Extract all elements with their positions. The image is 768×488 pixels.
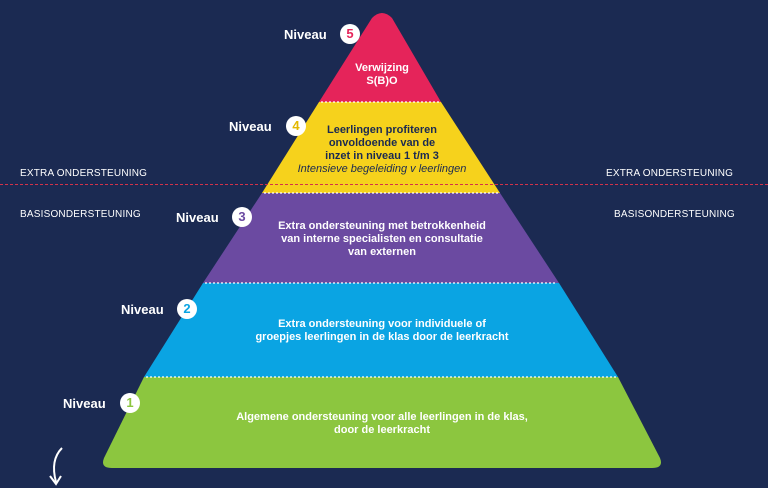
level-2-band xyxy=(144,283,618,377)
niveau-3-label: Niveau xyxy=(176,210,219,225)
level-1-band xyxy=(103,377,661,468)
level-5-band xyxy=(319,13,441,102)
niveau-1-badge: 1 xyxy=(120,393,140,413)
niveau-5-label: Niveau xyxy=(284,27,327,42)
level-3-band xyxy=(203,193,559,283)
level-5-line-1: Verwijzing xyxy=(355,62,409,74)
extra-ondersteuning-left-label: EXTRA ONDERSTEUNING xyxy=(20,168,148,179)
extra-ondersteuning-right-label: EXTRA ONDERSTEUNING xyxy=(606,168,734,179)
level-3-line-3: van externen xyxy=(348,246,416,258)
level-3-line-1: Extra ondersteuning met betrokkenheid xyxy=(278,220,486,232)
level-3-text: Extra ondersteuning met betrokkenheid va… xyxy=(278,220,486,259)
level-2-text: Extra ondersteuning voor individuele of … xyxy=(255,318,508,344)
niveau-1-label: Niveau xyxy=(63,396,106,411)
level-2-line-1: Extra ondersteuning voor individuele of xyxy=(278,318,486,330)
level-1-line-1: Algemene ondersteuning voor alle leerlin… xyxy=(236,411,528,423)
niveau-2-label: Niveau xyxy=(121,302,164,317)
level-1-text: Algemene ondersteuning voor alle leerlin… xyxy=(236,411,528,437)
niveau-3-badge: 3 xyxy=(232,207,252,227)
level-4-line-1: Leerlingen profiteren xyxy=(326,124,438,136)
basisondersteuning-right-label: BASISONDERSTEUNING xyxy=(614,209,735,220)
level-4-band xyxy=(262,102,500,193)
level-5-line-2: S(B)O xyxy=(366,75,398,87)
niveau-4-label: Niveau xyxy=(229,119,272,134)
level-4-text: Leerlingen profiteren onvoldoende van de… xyxy=(298,124,467,176)
level-5-text: Verwijzing S(B)O xyxy=(355,62,409,88)
level-1-line-2: door de leerkracht xyxy=(334,424,430,436)
niveau-2-badge: 2 xyxy=(177,299,197,319)
level-2-line-2: groepjes leerlingen in de klas door de l… xyxy=(255,331,509,343)
level-4-line-3: inzet in niveau 1 t/m 3 xyxy=(325,150,439,162)
niveau-4-badge: 4 xyxy=(286,116,306,136)
level-4-line-2: onvoldoende van de xyxy=(328,137,436,149)
basisondersteuning-left-label: BASISONDERSTEUNING xyxy=(20,209,141,220)
level-4-italic-line: Intensieve begeleiding v leerlingen xyxy=(297,163,467,175)
ondersteuning-divider xyxy=(0,184,768,185)
curved-arrow-down-icon xyxy=(49,447,63,486)
level-3-line-2: van interne specialisten en consultatie xyxy=(281,233,483,245)
niveau-5-badge: 5 xyxy=(340,24,360,44)
